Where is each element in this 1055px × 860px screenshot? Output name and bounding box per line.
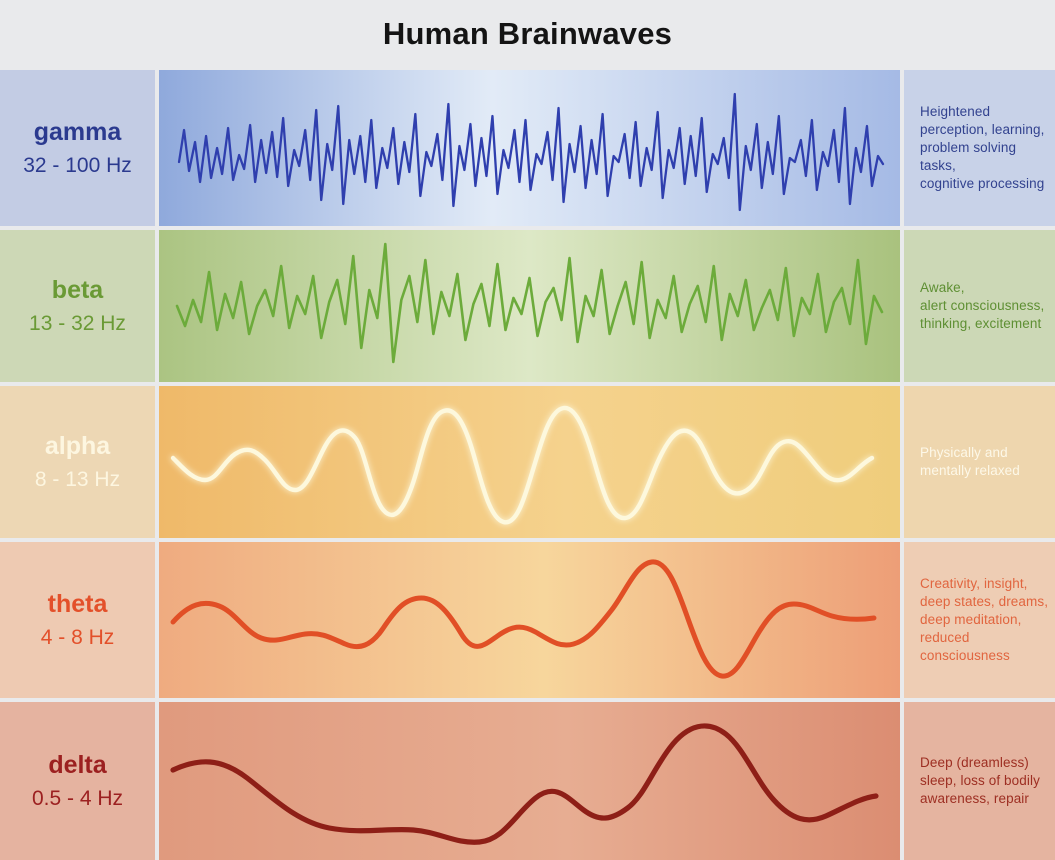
band-range: 4 - 8 Hz bbox=[40, 625, 115, 649]
desc-line: deep states, dreams, bbox=[920, 593, 1049, 609]
band-description-beta: Awake, alert consciousness, thinking, ex… bbox=[904, 230, 1055, 382]
band-name: gamma bbox=[33, 118, 122, 147]
desc-line: consciousness bbox=[920, 648, 1010, 664]
desc-line: problem solving tasks, bbox=[920, 139, 1017, 174]
waveform-gamma bbox=[159, 70, 900, 226]
desc-line: Heightened bbox=[920, 103, 991, 119]
desc-line: awareness, repair bbox=[920, 791, 1030, 807]
band-row-gamma: gamma 32 - 100 Hz Heightened perception,… bbox=[0, 70, 1055, 226]
desc-line: deep meditation, bbox=[920, 611, 1022, 627]
desc-line: sleep, loss of bodily bbox=[920, 772, 1040, 788]
desc-line: Physically and bbox=[920, 444, 1008, 460]
band-label-gamma: gamma 32 - 100 Hz bbox=[0, 70, 155, 226]
band-range: 0.5 - 4 Hz bbox=[31, 786, 124, 810]
desc-line: cognitive processing bbox=[920, 176, 1045, 192]
desc-line: Deep (dreamless) bbox=[920, 754, 1029, 770]
desc-line: Creativity, insight, bbox=[920, 575, 1028, 591]
band-label-delta: delta 0.5 - 4 Hz bbox=[0, 702, 155, 860]
desc-line: alert consciousness, bbox=[920, 297, 1045, 313]
band-name: theta bbox=[47, 590, 108, 619]
band-name: beta bbox=[51, 276, 104, 305]
band-row-alpha: alpha 8 - 13 Hz Physically and bbox=[0, 386, 1055, 538]
desc-line: Awake, bbox=[920, 279, 965, 295]
band-description-delta: Deep (dreamless) sleep, loss of bodily a… bbox=[904, 702, 1055, 860]
band-row-beta: beta 13 - 32 Hz Awake, alert consciousne… bbox=[0, 230, 1055, 382]
band-row-delta: delta 0.5 - 4 Hz Deep (dreamless) sleep,… bbox=[0, 702, 1055, 860]
band-label-alpha: alpha 8 - 13 Hz bbox=[0, 386, 155, 538]
waveform-gamma-svg bbox=[159, 70, 900, 226]
band-label-theta: theta 4 - 8 Hz bbox=[0, 542, 155, 698]
waveform-alpha bbox=[159, 386, 900, 538]
band-range: 32 - 100 Hz bbox=[23, 153, 132, 177]
waveform-beta-svg bbox=[159, 230, 900, 382]
band-description-alpha: Physically and mentally relaxed bbox=[904, 386, 1055, 538]
band-range: 13 - 32 Hz bbox=[29, 311, 126, 335]
waveform-delta bbox=[159, 702, 900, 860]
title-bar: Human Brainwaves bbox=[0, 0, 1055, 68]
desc-line: thinking, excitement bbox=[920, 316, 1042, 332]
band-description-theta: Creativity, insight, deep states, dreams… bbox=[904, 542, 1055, 698]
waveform-alpha-svg bbox=[159, 386, 900, 538]
band-description-gamma: Heightened perception, learning, problem… bbox=[904, 70, 1055, 226]
desc-line: mentally relaxed bbox=[920, 463, 1020, 478]
band-name: alpha bbox=[44, 432, 111, 461]
band-name: delta bbox=[48, 751, 107, 780]
desc-line: reduced bbox=[920, 630, 970, 646]
waveform-theta bbox=[159, 542, 900, 698]
waveform-delta-svg bbox=[159, 702, 900, 860]
band-label-beta: beta 13 - 32 Hz bbox=[0, 230, 155, 382]
desc-line: perception, learning, bbox=[920, 121, 1045, 137]
waveform-beta bbox=[159, 230, 900, 382]
waveform-theta-svg bbox=[159, 542, 900, 698]
page-title: Human Brainwaves bbox=[382, 16, 673, 51]
band-range: 8 - 13 Hz bbox=[34, 467, 121, 491]
band-row-theta: theta 4 - 8 Hz Creativity, insight, deep… bbox=[0, 542, 1055, 698]
